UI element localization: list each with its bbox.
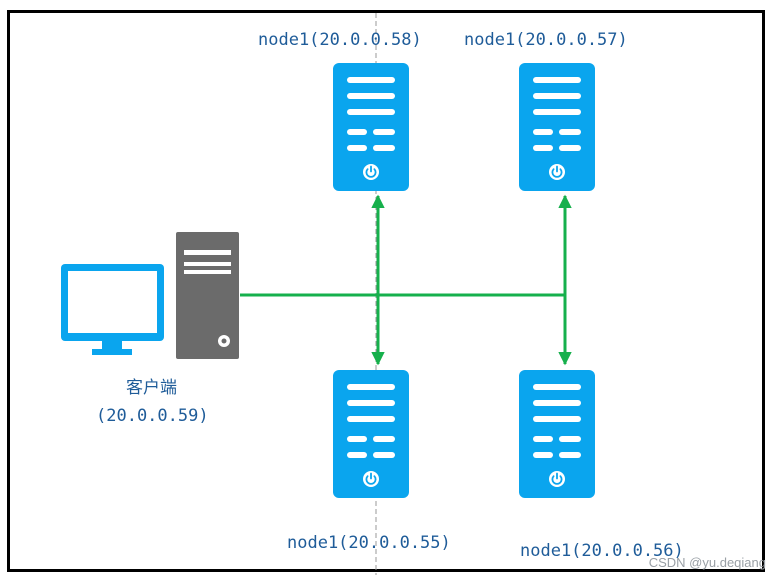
client-name: 客户端 xyxy=(126,378,177,398)
server-label-bottom-right: node1(20.0.0.56) xyxy=(520,541,684,561)
pc-tower-icon xyxy=(176,232,239,359)
client-ip: (20.0.0.59) xyxy=(96,406,209,426)
diagram-frame xyxy=(7,10,765,572)
server-label-bottom-left: node1(20.0.0.55) xyxy=(287,533,451,553)
server-label-top-right: node1(20.0.0.57) xyxy=(464,30,628,50)
rack-server-icon-bottom-left xyxy=(332,369,410,499)
monitor-icon xyxy=(61,264,164,355)
watermark: CSDN @yu.deqiang xyxy=(648,555,766,570)
rack-server-icon-top-left xyxy=(332,62,410,192)
rack-server-icon-bottom-right xyxy=(518,369,596,499)
server-label-top-left: node1(20.0.0.58) xyxy=(258,30,422,50)
rack-server-icon-top-right xyxy=(518,62,596,192)
